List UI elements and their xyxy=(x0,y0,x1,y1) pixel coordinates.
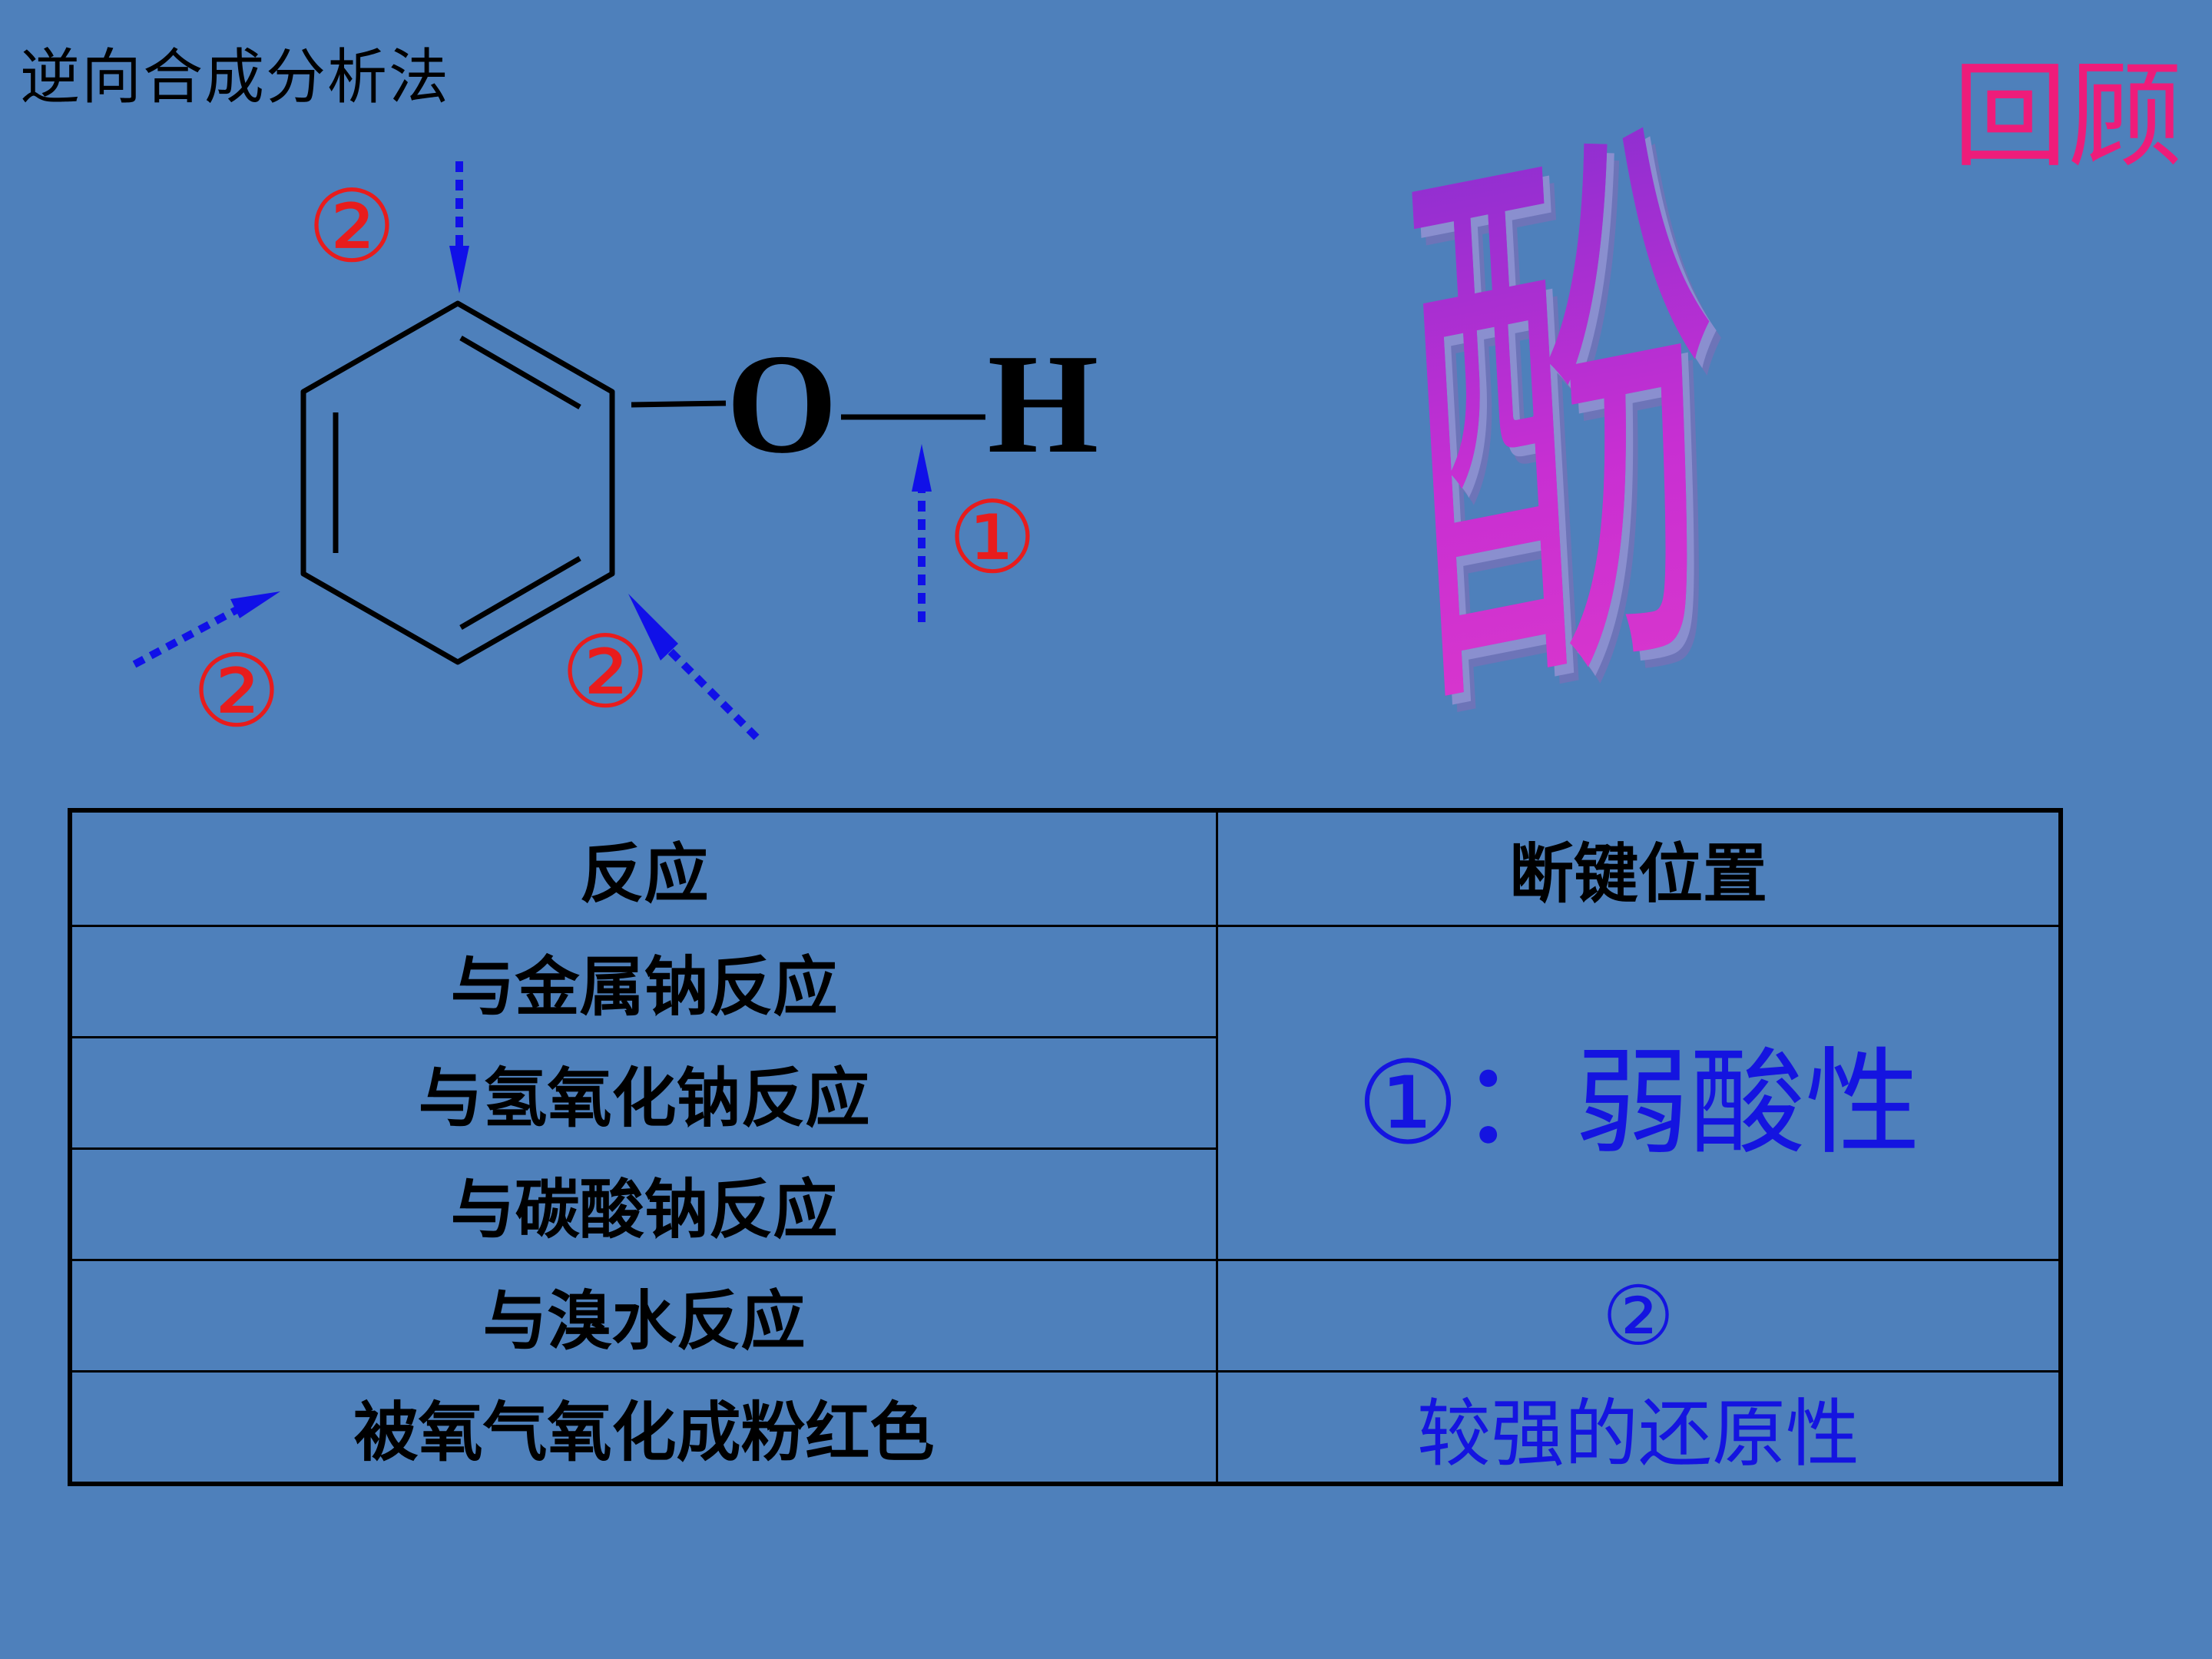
phenol-wordart: 酚 酚 xyxy=(1382,59,1738,792)
position-weak-acid: ①：弱酸性 xyxy=(1216,925,2062,1261)
phenol-structure: O H ② ① ② ② xyxy=(132,161,1099,750)
arrow-left-shaft xyxy=(132,605,240,668)
inner-bond-top xyxy=(459,335,581,410)
table-row: 与氢氧化钠反应 xyxy=(68,1036,2061,1150)
header-reaction: 反应 xyxy=(68,809,1218,927)
marker-1: ① xyxy=(948,479,1038,596)
wordart-char: 酚 xyxy=(1389,0,1743,868)
slide-title: 逆向合成分析法 xyxy=(20,43,451,112)
arrow-oh-head xyxy=(912,444,932,492)
table-row: 与碳酸钠反应 xyxy=(68,1147,2061,1261)
position-reducibility: 较强的还原性 xyxy=(1216,1370,2062,1485)
reaction-cell: 与氢氧化钠反应 xyxy=(68,1036,1218,1150)
benzene-ring xyxy=(300,300,615,665)
reaction-cell: 与金属钠反应 xyxy=(68,925,1218,1038)
marker-2-top: ② xyxy=(307,168,397,285)
table-row: 与金属钠反应 ①：弱酸性 xyxy=(68,925,2062,1261)
reaction-cell: 与溴水反应 xyxy=(68,1259,1218,1373)
table-row: 与溴水反应 ② xyxy=(68,1259,2062,1373)
position-ring: ② xyxy=(1216,1259,2062,1373)
table-row: 被氧气氧化成粉红色 较强的还原性 xyxy=(68,1370,2062,1485)
header-bond-position: 断键位置 xyxy=(1216,809,2062,927)
bond-c-o xyxy=(631,400,727,408)
marker-2-right: ② xyxy=(561,614,651,730)
table-header-row: 反应 断键位置 xyxy=(68,809,2062,927)
arrow-right-head xyxy=(628,594,678,661)
arrow-left-head xyxy=(230,591,280,618)
atom-o: O xyxy=(727,325,838,483)
atom-h: H xyxy=(988,325,1099,483)
marker-2-left: ② xyxy=(192,633,282,750)
reaction-table: 反应 断键位置 与金属钠反应 ①：弱酸性 与氢氧化钠反应 与碳酸钠反应 与溴水反… xyxy=(68,808,2063,1486)
review-label: 回顾 xyxy=(1952,50,2183,184)
arrow-right-shaft xyxy=(665,646,760,740)
inner-bond-bottom xyxy=(459,555,581,631)
arrow-top-head xyxy=(449,246,469,293)
reaction-cell: 与碳酸钠反应 xyxy=(68,1147,1218,1261)
reaction-cell: 被氧气氧化成粉红色 xyxy=(68,1370,1218,1485)
